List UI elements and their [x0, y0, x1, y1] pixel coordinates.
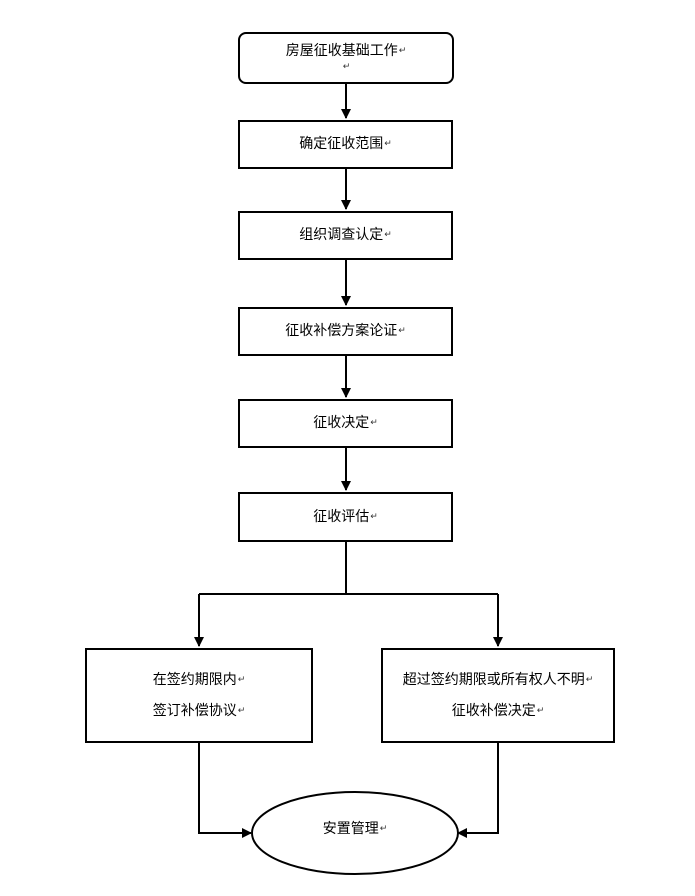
return-mark: ↵ — [398, 326, 406, 337]
node-step2: 确定征收范围↵ — [238, 120, 453, 169]
right-branch-line1: 超过签约期限或所有权人不明 — [402, 671, 585, 688]
arrow-right-branch-to-final — [457, 742, 499, 838]
node-right-branch: 超过签约期限或所有权人不明↵ 征收补偿决定↵ — [381, 648, 615, 743]
return-mark: ↵ — [237, 674, 246, 685]
arrow-left-branch-to-final — [198, 742, 252, 838]
return-mark: ↵ — [370, 418, 378, 429]
node-left-branch: 在签约期限内↵ 签订补偿协议↵ — [85, 648, 313, 743]
return-mark: ↵ — [536, 705, 545, 716]
right-branch-line2: 征收补偿决定 — [451, 702, 536, 719]
node-step2-label: 确定征收范围 — [299, 136, 384, 153]
node-step4: 征收补偿方案论证↵ — [238, 307, 453, 356]
left-branch-line1: 在签约期限内 — [152, 671, 237, 688]
final-ellipse — [251, 791, 459, 875]
node-final-label: 安置管理 — [322, 821, 379, 837]
node-step3: 组织调查认定↵ — [238, 211, 453, 260]
node-step5-label: 征收决定 — [313, 415, 370, 432]
return-mark: ↵ — [370, 511, 378, 522]
return-mark: ↵ — [585, 674, 594, 685]
return-mark: ↵ — [342, 62, 351, 72]
node-step6: 征收评估↵ — [238, 492, 453, 542]
return-mark: ↵ — [398, 46, 407, 57]
node-final: 安置管理↵ — [275, 818, 435, 838]
node-step4-label: 征收补偿方案论证 — [285, 323, 398, 340]
left-branch-line2: 签订补偿协议 — [152, 702, 237, 719]
node-step5: 征收决定↵ — [238, 399, 453, 448]
node-step1-label: 房屋征收基础工作 — [285, 43, 398, 60]
return-mark: ↵ — [379, 824, 388, 834]
node-step1: 房屋征收基础工作↵ ↵ — [238, 32, 454, 84]
return-mark: ↵ — [237, 705, 246, 716]
node-step6-label: 征收评估 — [313, 508, 370, 525]
node-step3-label: 组织调查认定 — [299, 227, 384, 244]
return-mark: ↵ — [384, 139, 392, 150]
return-mark: ↵ — [384, 230, 392, 241]
